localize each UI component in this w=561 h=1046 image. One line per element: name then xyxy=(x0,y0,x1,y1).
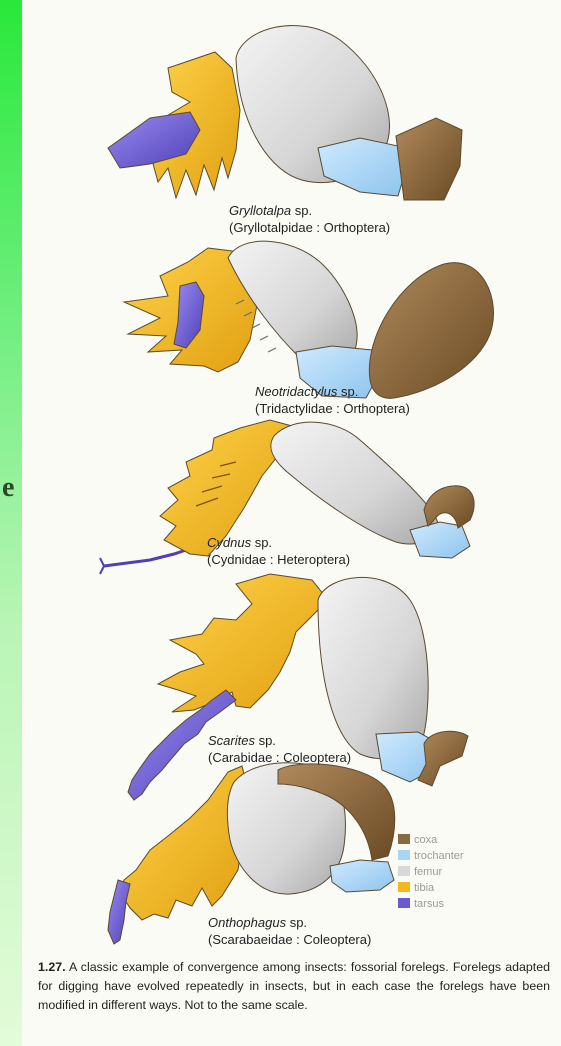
color-legend: coxa trochanter femur tibia tarsus xyxy=(398,834,464,910)
genus-name: Gryllotalpa xyxy=(229,203,291,218)
legend-swatch xyxy=(398,850,410,860)
genus-name: Neotridactylus xyxy=(255,384,338,399)
species-suffix: sp. xyxy=(291,203,312,218)
species-suffix: sp. xyxy=(251,535,272,550)
legend-label: tarsus xyxy=(414,898,444,910)
family-order: (Scarabaeidae : Coleoptera) xyxy=(208,932,371,947)
femur-scarites xyxy=(318,577,428,758)
legend-swatch xyxy=(398,898,410,908)
species-suffix: sp. xyxy=(286,915,307,930)
species-label-cydnus: Cydnus sp. (Cydnidae : Heteroptera) xyxy=(207,535,350,567)
leg-neotridactylus xyxy=(124,241,493,398)
legend-item-trochanter: trochanter xyxy=(398,850,464,862)
svg-text:Cydnus sp.: Cydnus sp. xyxy=(207,535,272,550)
trochanter-gryllotalpa xyxy=(318,138,404,196)
legend-label: femur xyxy=(414,866,442,878)
family-order: (Tridactylidae : Orthoptera) xyxy=(255,401,410,416)
tarsus-claw-cydnus xyxy=(100,558,104,574)
legend-item-tibia: tibia xyxy=(398,882,435,894)
tibia-scarites xyxy=(158,574,328,712)
legend-swatch xyxy=(398,866,410,876)
legend-item-femur: femur xyxy=(398,866,442,878)
leg-cydnus xyxy=(100,420,474,574)
coxa-gryllotalpa xyxy=(396,118,462,200)
femur-cydnus xyxy=(271,422,438,544)
species-label-gryllotalpa: Gryllotalpa sp. (Gryllotalpidae : Orthop… xyxy=(229,203,390,235)
species-label-scarites: Scarites sp. (Carabidae : Coleoptera) xyxy=(208,733,351,765)
legend-item-coxa: coxa xyxy=(398,834,438,846)
species-suffix: sp. xyxy=(255,733,276,748)
legend-swatch xyxy=(398,834,410,844)
svg-text:Onthophagus sp.: Onthophagus sp. xyxy=(208,915,307,930)
legend-swatch xyxy=(398,882,410,892)
svg-text:Gryllotalpa sp.: Gryllotalpa sp. xyxy=(229,203,312,218)
legend-label: tibia xyxy=(414,882,435,894)
tarsus-cydnus xyxy=(104,548,192,566)
figure-caption: 1.27. A classic example of convergence a… xyxy=(38,958,550,1015)
legend-item-tarsus: tarsus xyxy=(398,898,444,910)
figure-number: 1.27. xyxy=(38,960,66,974)
coxa-neotridactylus xyxy=(369,263,493,399)
family-order: (Carabidae : Coleoptera) xyxy=(208,750,351,765)
legend-label: trochanter xyxy=(414,850,464,862)
svg-text:Neotridactylus sp.: Neotridactylus sp. xyxy=(255,384,358,399)
trochanter-onthophagus xyxy=(330,860,394,892)
genus-name: Cydnus xyxy=(207,535,252,550)
leg-gryllotalpa xyxy=(108,25,462,200)
species-label-onthophagus: Onthophagus sp. (Scarabaeidae : Coleopte… xyxy=(208,915,371,947)
legend-label: coxa xyxy=(414,834,438,846)
genus-name: Onthophagus xyxy=(208,915,287,930)
family-order: (Cydnidae : Heteroptera) xyxy=(207,552,350,567)
family-order: (Gryllotalpidae : Orthoptera) xyxy=(229,220,390,235)
svg-text:Scarites sp.: Scarites sp. xyxy=(208,733,276,748)
trochanter-cydnus xyxy=(410,522,470,558)
genus-name: Scarites xyxy=(208,733,255,748)
tarsus-onthophagus xyxy=(108,880,130,944)
coxa-cydnus xyxy=(424,486,474,528)
species-suffix: sp. xyxy=(337,384,358,399)
caption-text: A classic example of convergence among i… xyxy=(38,960,550,1012)
